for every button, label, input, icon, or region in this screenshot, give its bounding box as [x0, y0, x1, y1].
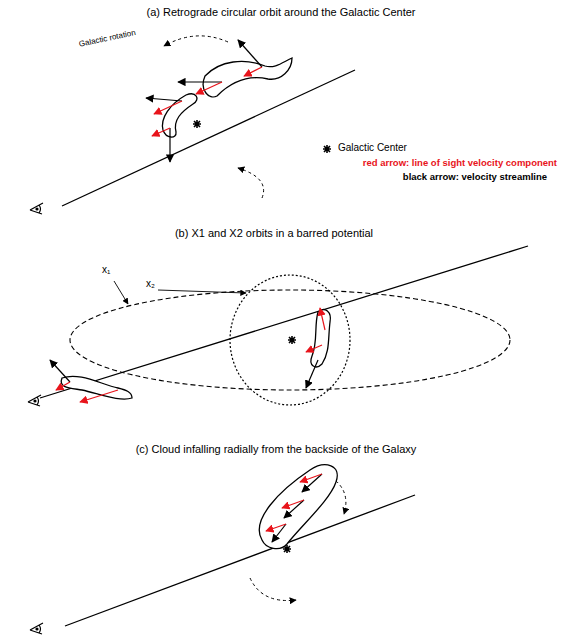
- line-of-sight: [65, 495, 415, 626]
- x1-orbit: [70, 290, 510, 390]
- observer-eye: [30, 623, 43, 634]
- panel-title: (a) Retrograde circular orbit around the…: [146, 6, 415, 19]
- legend-text: Galactic Center: [338, 142, 407, 154]
- observer-eye: [28, 395, 41, 406]
- orbit-label: x₂: [146, 278, 155, 290]
- galactic-center: [288, 336, 296, 344]
- orbit-label: x₁: [102, 264, 110, 276]
- panel-title: (c) Cloud infalling radially from the ba…: [136, 443, 417, 456]
- panel-title: (b) X1 and X2 orbits in a barred potenti…: [175, 227, 373, 240]
- rotation-arrow: [164, 36, 228, 46]
- panel-a: [30, 36, 355, 214]
- leader-line: [114, 281, 128, 304]
- rotation-label: Galactic rotation: [78, 28, 136, 49]
- galactic-center: [193, 120, 201, 128]
- rotation-arrow: [250, 578, 296, 601]
- line-of-sight: [40, 246, 528, 398]
- cloud: [203, 58, 292, 97]
- observer-eye: [30, 203, 43, 214]
- legend-star: [323, 145, 331, 153]
- rotation-arrow: [238, 168, 264, 198]
- legend-text: red arrow: line of sight velocity compon…: [363, 158, 557, 169]
- leader-line: [158, 290, 246, 293]
- legend-text: black arrow: velocity streamline: [403, 172, 547, 183]
- cloud: [61, 376, 132, 399]
- x2-orbit: [230, 275, 350, 405]
- panel-c: [30, 465, 415, 634]
- panel-b: [28, 246, 528, 406]
- cloud: [259, 465, 337, 549]
- cloud: [311, 310, 330, 367]
